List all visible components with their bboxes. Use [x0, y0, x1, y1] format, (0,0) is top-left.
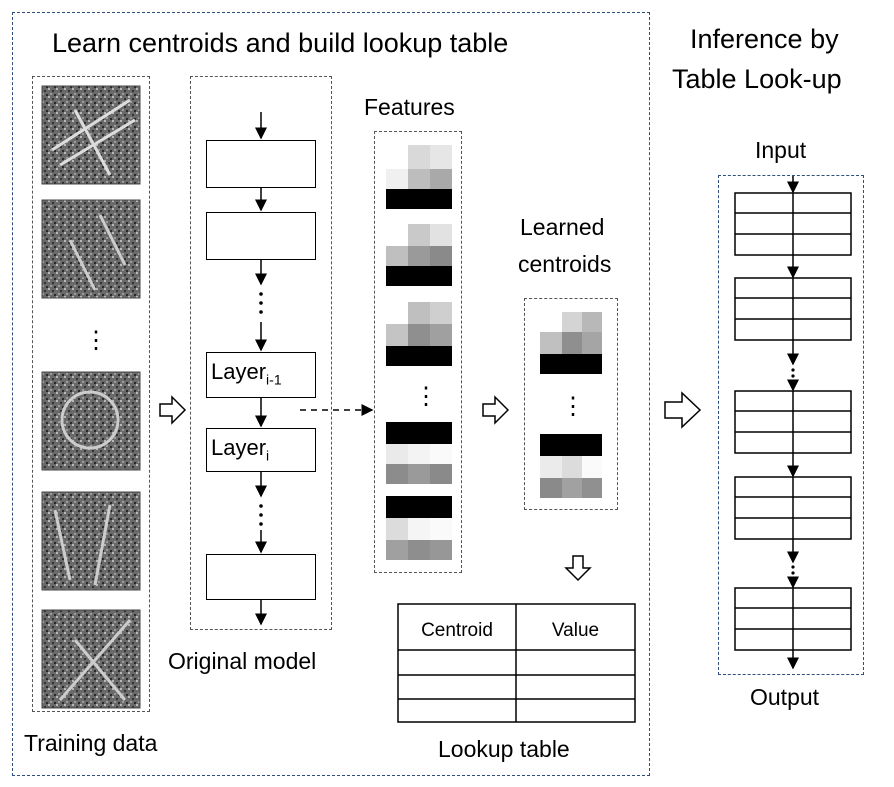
- training-image-4: [41, 491, 141, 591]
- input-label: Input: [755, 137, 807, 163]
- layer-box-2: [206, 212, 316, 260]
- training-image-1: [41, 85, 141, 185]
- inference-dot: [791, 368, 795, 372]
- lookup-table-label: Lookup table: [438, 736, 570, 762]
- training-image-3-stroke: [60, 390, 120, 450]
- training-images: [41, 85, 141, 709]
- centroids-label-line1: Learned: [520, 214, 605, 240]
- training-data-label: Training data: [24, 730, 158, 756]
- layer-box-current: Layeri: [206, 428, 316, 472]
- layer-cur-name: Layer: [211, 435, 267, 460]
- training-ellipsis: ⋮: [84, 327, 108, 354]
- centroids-ellipsis: ⋮: [561, 393, 585, 420]
- learn-panel-border: [12, 12, 650, 776]
- features-ellipsis: ⋮: [414, 383, 438, 410]
- layer-prev-sub: i-1: [266, 371, 282, 388]
- centroids-to-table-arrow: [564, 555, 592, 582]
- layer-prev-name: Layer: [211, 359, 267, 384]
- training-image-4-stroke: [53, 504, 112, 586]
- inference-dot: [791, 571, 795, 575]
- inference-dots: [791, 368, 795, 581]
- layer-box-prev: Layeri-1: [206, 352, 316, 398]
- learn-panel-title: Learn centroids and build lookup table: [52, 28, 509, 58]
- feature-swatches: [386, 145, 452, 560]
- layer-box-1: [206, 140, 316, 188]
- output-label: Output: [750, 684, 820, 710]
- training-image-1-stroke: [51, 98, 136, 176]
- centroid-swatch-2: [540, 434, 602, 498]
- feature-swatch-2: [386, 224, 452, 286]
- inference-dot: [791, 380, 795, 384]
- features-label: Features: [364, 94, 455, 120]
- centroids-box: [524, 298, 618, 510]
- inference-panel-border: [718, 175, 864, 675]
- inference-dot: [791, 374, 795, 378]
- model-dot: [259, 301, 263, 305]
- layer-box-last: [206, 554, 316, 600]
- feature-swatch-4: [386, 422, 452, 484]
- inference-title-line1: Inference by: [690, 24, 839, 54]
- model-dot: [259, 292, 263, 296]
- inference-dot: [791, 565, 795, 569]
- training-image-3: [41, 371, 141, 471]
- inference-title-line2: Table Look-up: [672, 64, 842, 94]
- training-data-box: [32, 76, 150, 712]
- table-header-value: Value: [551, 620, 600, 641]
- feature-swatch-3: [386, 302, 452, 366]
- centroid-swatch-1: [540, 312, 602, 374]
- features-box: [374, 131, 462, 573]
- training-to-model-arrow: [159, 395, 187, 425]
- features-to-centroids-arrow: [482, 395, 510, 425]
- model-dot: [259, 310, 263, 314]
- feature-swatch-1: [386, 145, 452, 209]
- model-dot: [259, 504, 263, 508]
- original-model-box: [190, 76, 332, 630]
- lookup-table-grid: [397, 603, 636, 723]
- centroids-label-line2: centroids: [518, 251, 612, 277]
- training-image-5-stroke: [58, 619, 132, 701]
- original-model-label: Original model: [168, 648, 317, 674]
- model-dots: [259, 292, 263, 526]
- left-to-right-arrow: [664, 391, 702, 429]
- model-dot: [259, 513, 263, 517]
- model-dot: [259, 522, 263, 526]
- inference-dot: [791, 577, 795, 581]
- layer-cur-sub: i: [266, 447, 270, 464]
- table-header-centroid: Centroid: [421, 620, 493, 641]
- feature-swatch-5: [386, 496, 452, 560]
- centroid-swatches: [540, 312, 602, 498]
- training-image-2-stroke: [68, 214, 127, 291]
